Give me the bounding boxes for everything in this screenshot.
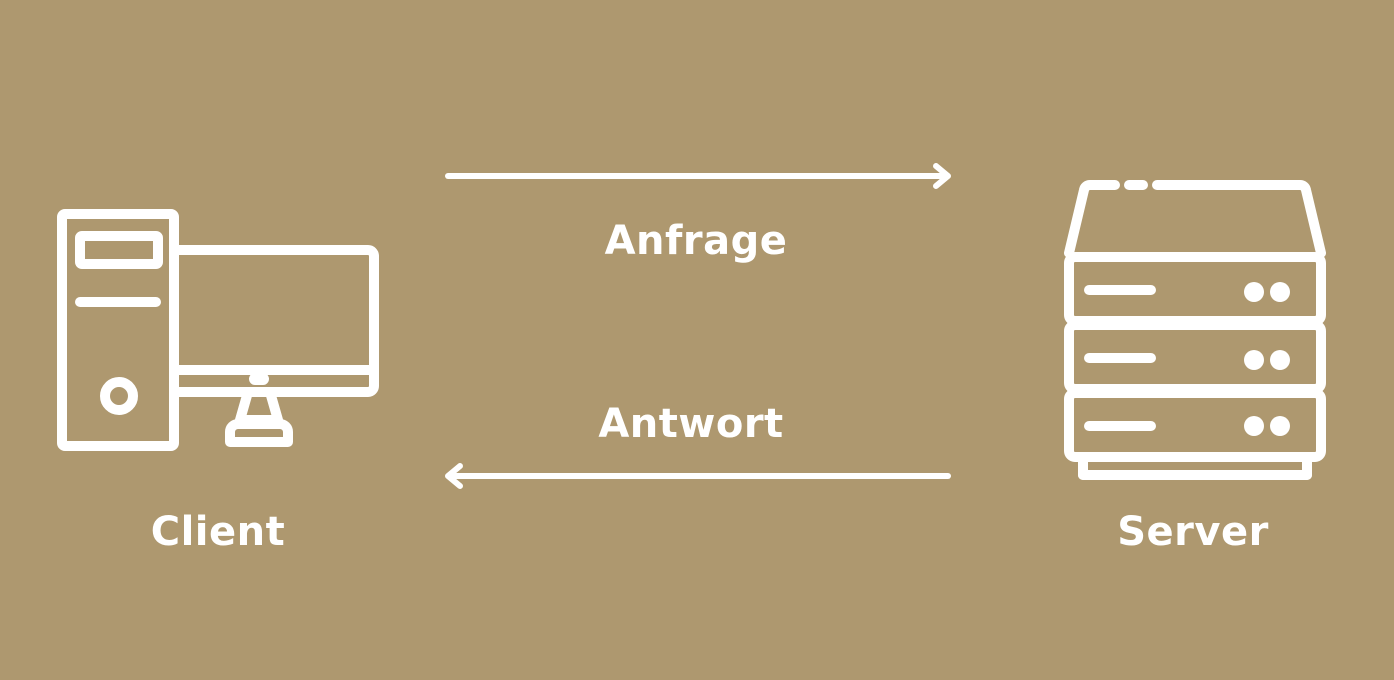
desktop-computer-icon: [57, 209, 379, 451]
request-label: Anfrage: [604, 218, 788, 264]
response-label: Antwort: [598, 401, 784, 447]
client-label: Client: [150, 509, 286, 555]
response-arrow: [445, 463, 951, 489]
request-arrow: [445, 163, 951, 189]
server-label: Server: [1117, 509, 1269, 555]
server-rack-icon: [1064, 180, 1326, 480]
